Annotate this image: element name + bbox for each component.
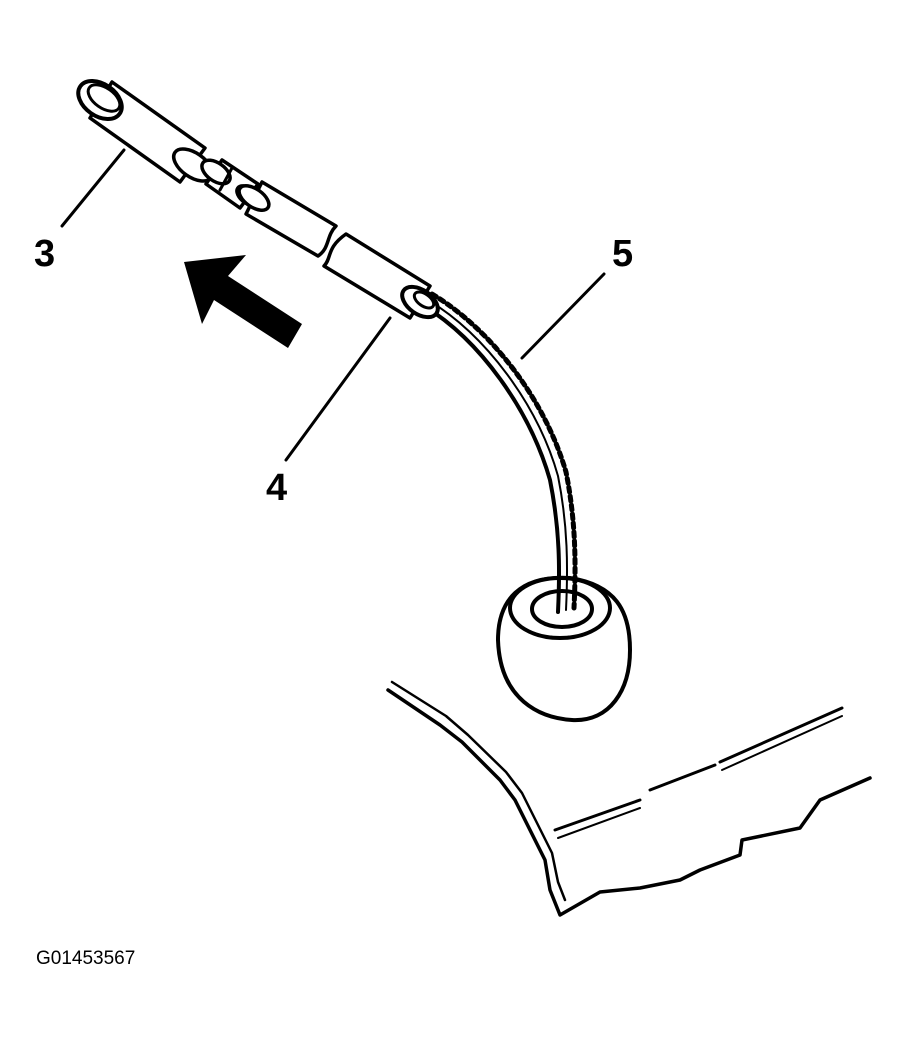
leader-lines <box>60 148 606 462</box>
leader-line-5 <box>520 272 606 360</box>
callout-label-3: 3 <box>34 233 55 275</box>
rod-assembly <box>76 78 440 320</box>
cable-grommet <box>496 575 632 723</box>
callout-label-5: 5 <box>612 233 633 275</box>
leader-line-4 <box>284 316 392 462</box>
rod-segment-lower <box>322 232 440 320</box>
figure-id: G01453567 <box>36 948 135 969</box>
flex-cable <box>422 291 578 614</box>
flanged-tube <box>76 78 215 184</box>
callout-label-4: 4 <box>266 467 287 509</box>
panel-outline <box>386 680 872 917</box>
rod-segment-upper <box>237 180 338 258</box>
arrow-up-left-icon <box>184 255 302 348</box>
leader-line-3 <box>60 148 126 228</box>
